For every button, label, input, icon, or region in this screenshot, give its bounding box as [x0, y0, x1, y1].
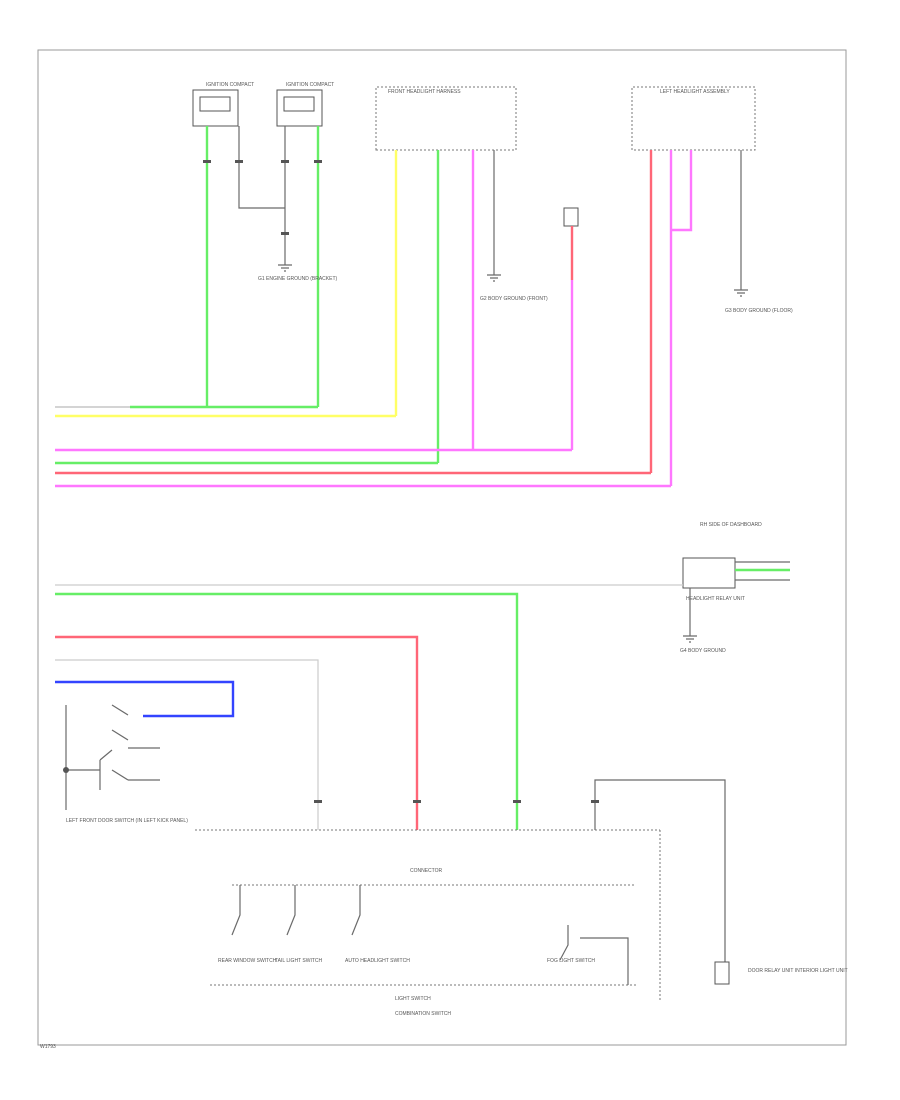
ground-1: G1 ENGINE GROUND (BRACKET)	[258, 264, 338, 282]
svg-text:CONNECTOR: CONNECTOR	[410, 868, 443, 874]
combination-switch: CONNECTOR REAR WINDOW SWITCH TAIL LIGHT …	[210, 868, 636, 1017]
svg-text:IGNITION COMPACT: IGNITION COMPACT	[206, 82, 254, 88]
svg-text:FRONT HEADLIGHT HARNESS: FRONT HEADLIGHT HARNESS	[388, 89, 461, 95]
svg-text:LEFT HEADLIGHT ASSEMBLY: LEFT HEADLIGHT ASSEMBLY	[660, 89, 730, 95]
wire-gray-relay	[735, 561, 790, 581]
relay-unit: RH SIDE OF DASHBOARD HEADLIGHT RELAY UNI…	[682, 522, 762, 602]
component-3: FRONT HEADLIGHT HARNESS	[375, 86, 517, 151]
wire-dark-1	[238, 126, 285, 209]
component-1: IGNITION COMPACT	[192, 82, 254, 127]
wire-red-h2	[55, 635, 419, 830]
bottom-right-relay: DOOR RELAY UNIT INTERIOR LIGHT UNIT	[714, 961, 848, 985]
svg-text:G3 BODY GROUND (FLOOR): G3 BODY GROUND (FLOOR)	[725, 308, 793, 314]
wire-green-h3	[55, 592, 519, 830]
svg-text:RH SIDE OF DASHBOARD: RH SIDE OF DASHBOARD	[700, 522, 762, 528]
svg-text:FOG LIGHT SWITCH: FOG LIGHT SWITCH	[547, 958, 595, 964]
component-2: IGNITION COMPACT	[276, 82, 334, 127]
svg-text:G2 BODY GROUND (FRONT): G2 BODY GROUND (FRONT)	[480, 296, 548, 302]
svg-text:LEFT FRONT DOOR SWITCH (IN LEF: LEFT FRONT DOOR SWITCH (IN LEFT KICK PAN…	[66, 818, 188, 824]
component-4: LEFT HEADLIGHT ASSEMBLY	[631, 86, 756, 151]
svg-text:G4 BODY GROUND: G4 BODY GROUND	[680, 648, 726, 654]
svg-text:AUTO HEADLIGHT SWITCH: AUTO HEADLIGHT SWITCH	[345, 958, 410, 964]
fuse-box	[563, 207, 579, 227]
svg-text:TAIL LIGHT SWITCH: TAIL LIGHT SWITCH	[275, 958, 323, 964]
diagram-frame	[37, 49, 847, 1046]
ground-4: G4 BODY GROUND	[680, 635, 726, 654]
svg-text:HEADLIGHT RELAY UNIT: HEADLIGHT RELAY UNIT	[686, 596, 745, 602]
svg-text:LIGHT SWITCH: LIGHT SWITCH	[395, 996, 431, 1002]
ground-3: G3 BODY GROUND (FLOOR)	[725, 289, 793, 314]
footer-code: W1793	[40, 1044, 56, 1050]
wire-pink-right-2	[672, 150, 693, 232]
left-door-switch: LEFT FRONT DOOR SWITCH (IN LEFT KICK PAN…	[63, 704, 188, 824]
svg-text:REAR WINDOW SWITCH: REAR WINDOW SWITCH	[218, 958, 277, 964]
svg-text:DOOR RELAY UNIT INTERIOR LIGHT: DOOR RELAY UNIT INTERIOR LIGHT UNIT	[748, 968, 848, 974]
svg-text:IGNITION COMPACT: IGNITION COMPACT	[286, 82, 334, 88]
svg-text:COMBINATION SWITCH: COMBINATION SWITCH	[395, 1011, 451, 1017]
wire-dark-right-loop	[594, 779, 726, 980]
wire-blue-h1	[55, 680, 235, 718]
ground-2: G2 BODY GROUND (FRONT)	[480, 274, 548, 302]
wire-gray-h3	[55, 659, 319, 830]
svg-text:G1 ENGINE GROUND (BRACKET): G1 ENGINE GROUND (BRACKET)	[258, 276, 338, 282]
